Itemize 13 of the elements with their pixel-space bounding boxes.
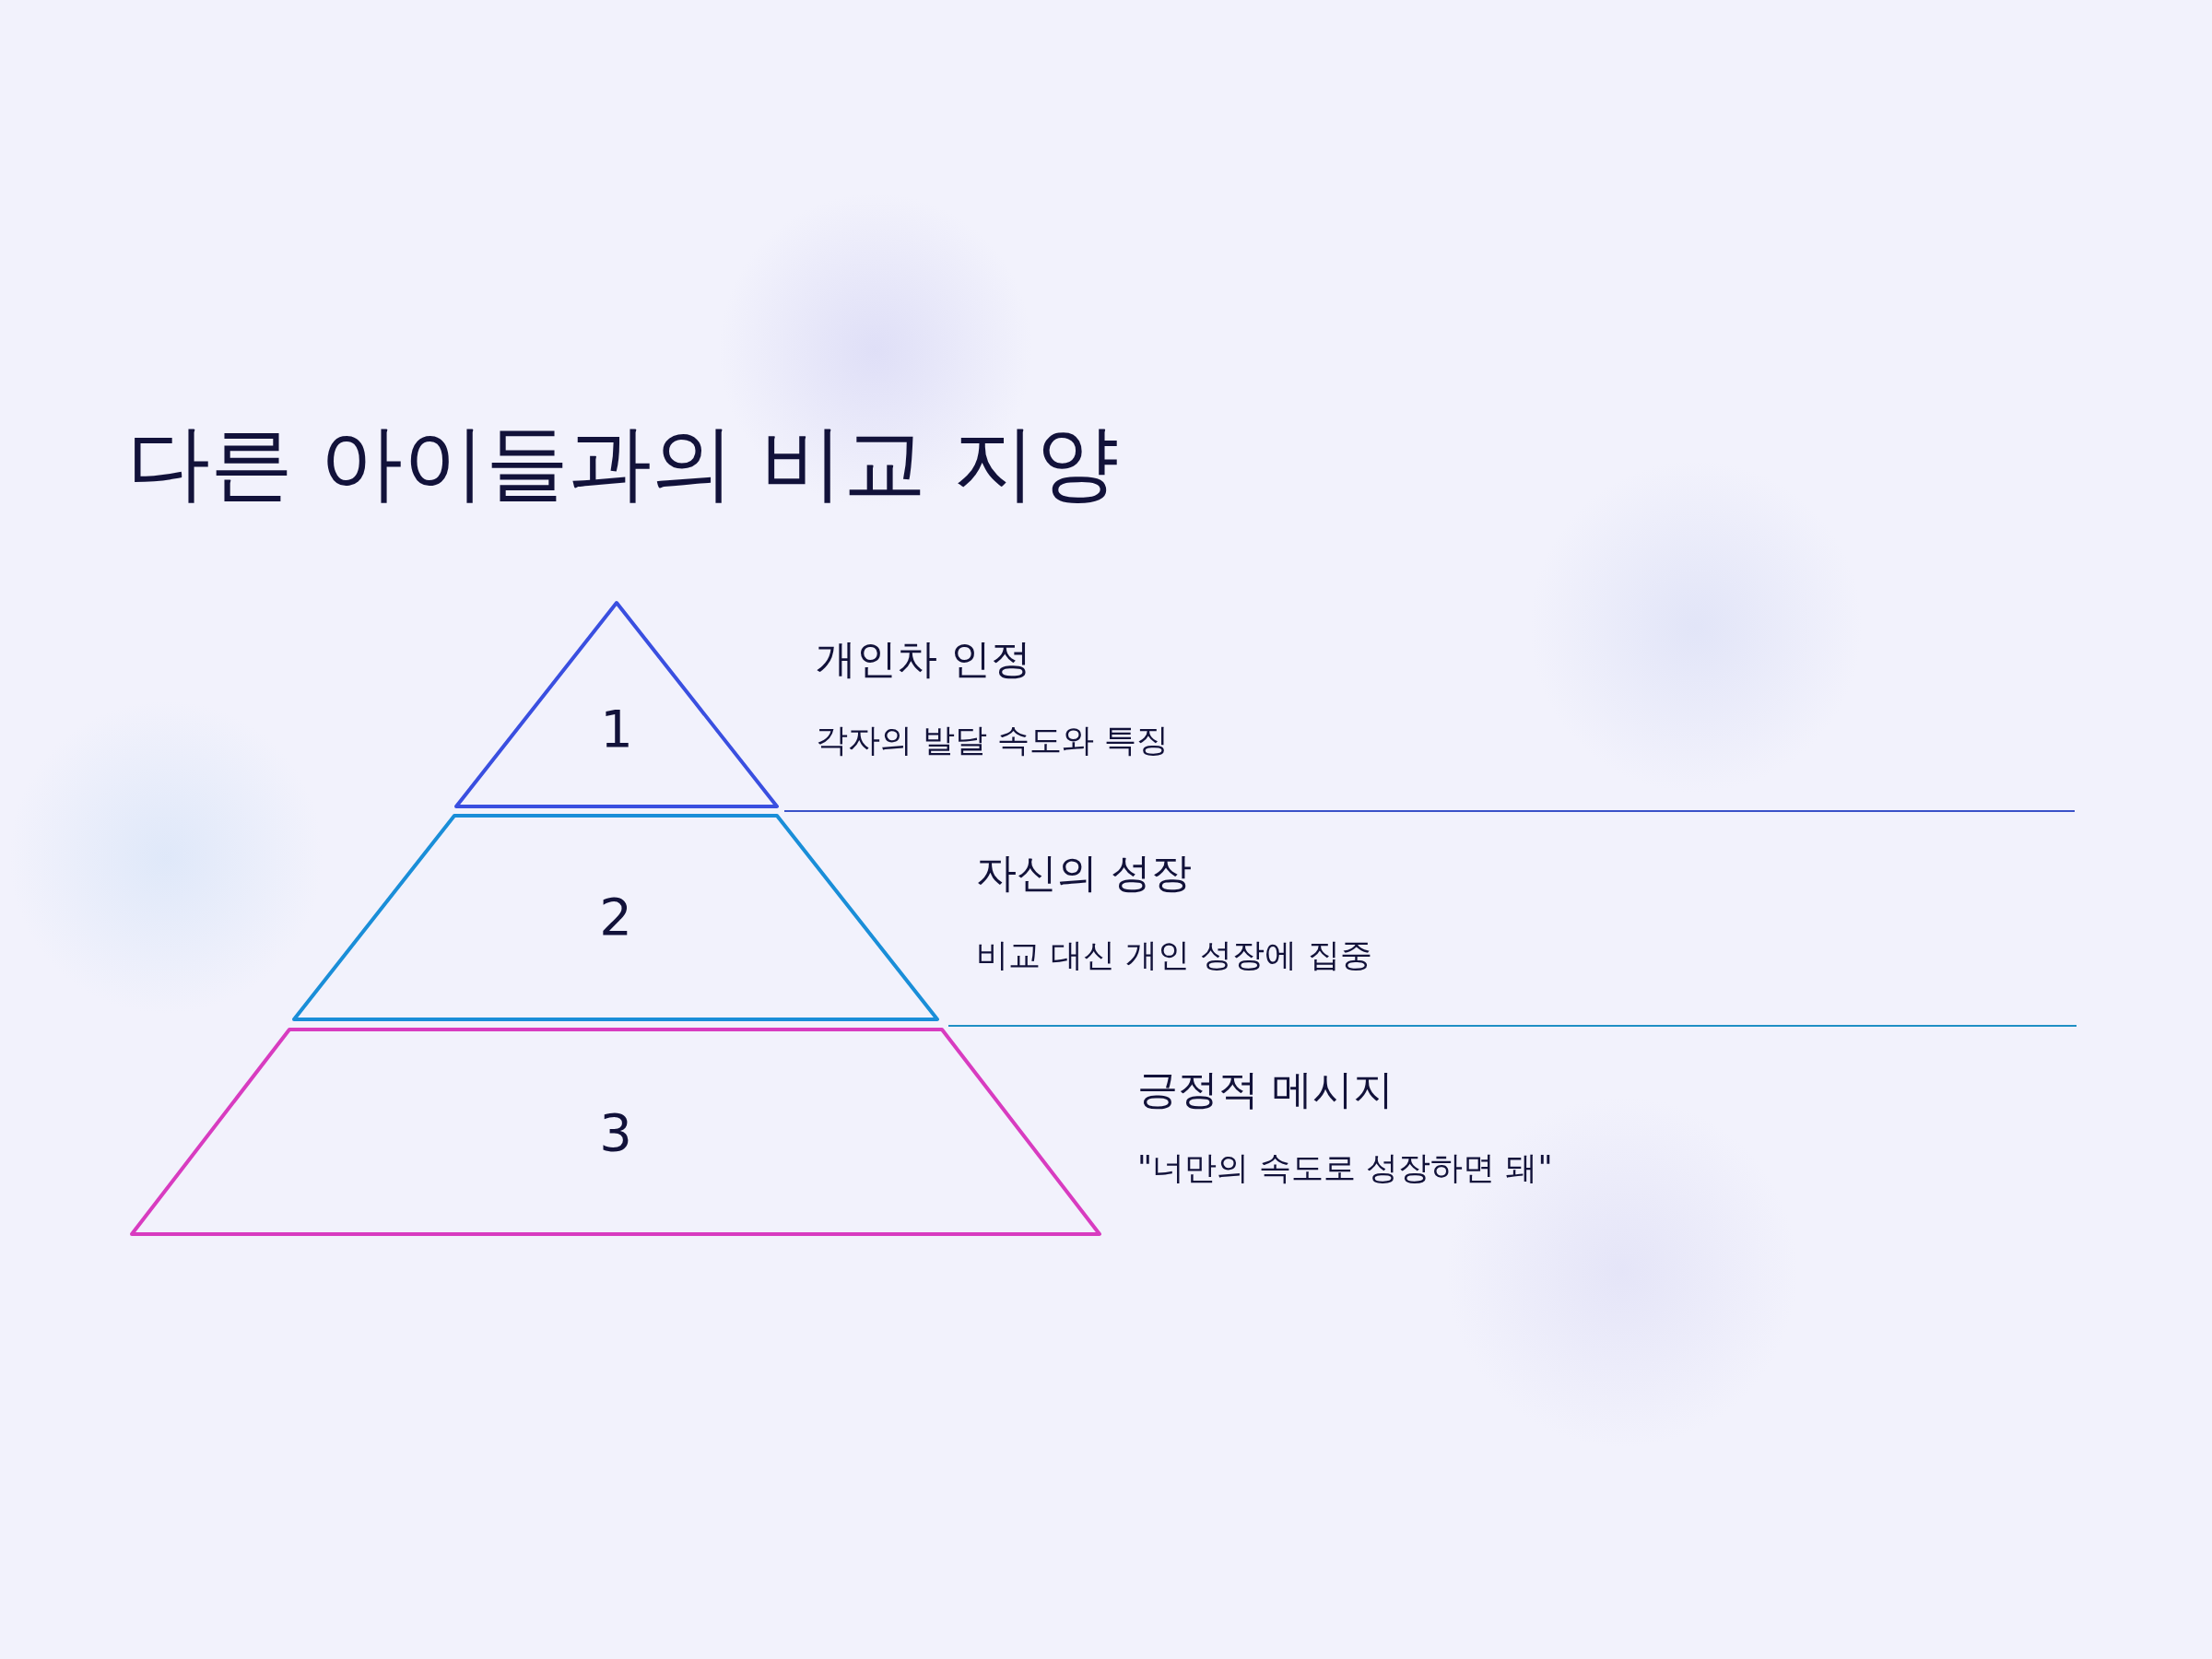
tier-description: 비교 대신 개인 성장에 집중 <box>976 935 1372 974</box>
pyramid-tier <box>292 814 939 1021</box>
slide-title: 다른 아이들과의 비교 지양 <box>127 413 1119 512</box>
tier-heading: 자신의 성장 <box>976 848 1192 898</box>
tier-description: 각자의 발달 속도와 특징 <box>816 721 1170 759</box>
tier-heading: 개인차 인정 <box>816 634 1031 684</box>
tier-number: 2 <box>599 888 632 946</box>
pyramid-tier <box>454 601 779 808</box>
tier-heading: 긍정적 메시지 <box>1137 1065 1394 1114</box>
tier-number: 3 <box>599 1104 632 1161</box>
tier-number: 1 <box>600 700 633 758</box>
tier-description: "너만의 속도로 성장하면 돼" <box>1137 1148 1553 1187</box>
pyramid-tier <box>130 1028 1101 1236</box>
